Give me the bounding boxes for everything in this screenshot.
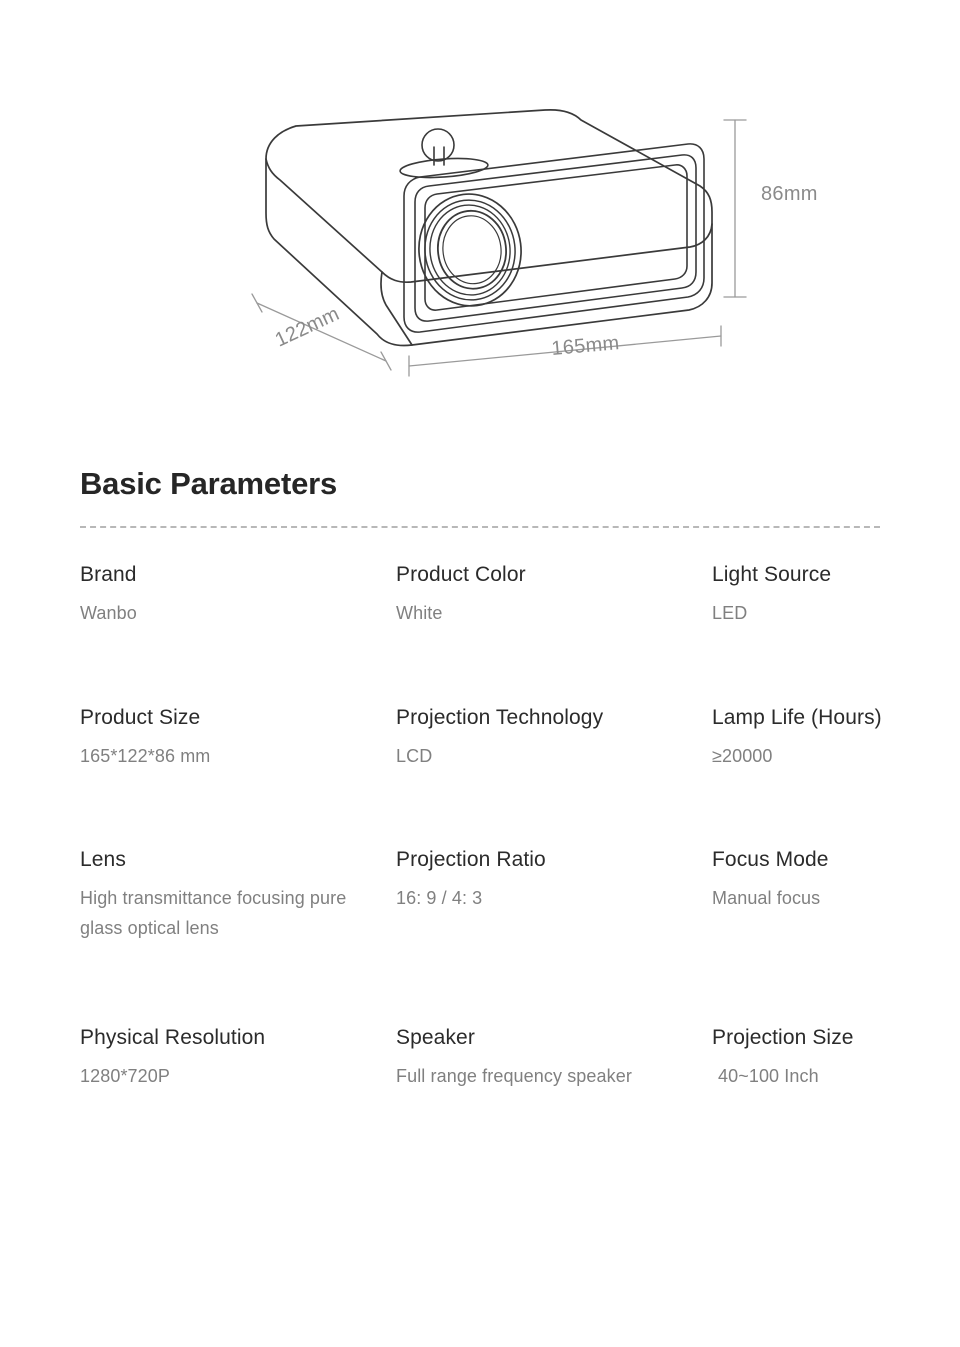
spec-label: Lens: [80, 848, 126, 871]
spec-item-product-color: Product Color White: [396, 560, 712, 703]
spec-item-speaker: Speaker Full range frequency speaker: [396, 1023, 712, 1163]
spec-item-physical-resolution: Physical Resolution 1280*720P: [80, 1023, 396, 1163]
spec-value: ≥20000: [712, 746, 773, 767]
spec-label: Focus Mode: [712, 848, 829, 871]
spec-value: High transmittance focusing pure glass o…: [80, 888, 347, 939]
projector-front-panel: [403, 143, 705, 333]
spec-label: Projection Size: [712, 1026, 854, 1049]
projector-focus-knob: [399, 128, 489, 179]
dimension-height: [723, 119, 747, 298]
spec-label: Physical Resolution: [80, 1026, 266, 1049]
spec-value: LCD: [396, 746, 433, 767]
spec-row: Lens High transmittance focusing pure gl…: [0, 845, 960, 1023]
spec-item-lamp-life: Lamp Life (Hours) ≥20000: [712, 703, 960, 845]
spec-label: Brand: [80, 563, 137, 586]
spec-item-projection-size: Projection Size 40~100 Inch: [712, 1023, 960, 1163]
page-title: Basic Parameters: [80, 466, 338, 501]
dimension-width: [408, 325, 722, 377]
spec-value: White: [396, 603, 443, 624]
spec-item-projection-ratio: Projection Ratio 16: 9 / 4: 3: [396, 845, 712, 1023]
dimension-depth: [251, 293, 392, 371]
spec-item-light-source: Light Source LED: [712, 560, 960, 703]
spec-value: 16: 9 / 4: 3: [396, 888, 483, 909]
dimension-label-width: 165mm: [551, 332, 621, 360]
spec-value: 1280*720P: [80, 1066, 170, 1087]
spec-label: Product Size: [80, 706, 201, 729]
product-illustration: 86mm 122mm 165mm: [0, 0, 960, 420]
spec-label: Lamp Life (Hours): [712, 706, 882, 729]
spec-value: 40~100 Inch: [718, 1066, 819, 1087]
spec-grid: Brand Wanbo Product Color White Light So…: [0, 560, 960, 1163]
spec-item-product-size: Product Size 165*122*86 mm: [80, 703, 396, 845]
spec-row: Physical Resolution 1280*720P Speaker Fu…: [0, 1023, 960, 1163]
spec-label: Projection Technology: [396, 706, 604, 729]
spec-row: Brand Wanbo Product Color White Light So…: [0, 560, 960, 703]
spec-value: Wanbo: [80, 603, 137, 624]
spec-item-focus-mode: Focus Mode Manual focus: [712, 845, 960, 1023]
spec-value: 165*122*86 mm: [80, 746, 211, 767]
spec-row: Product Size 165*122*86 mm Projection Te…: [0, 703, 960, 845]
dimension-label-depth: 122mm: [272, 303, 343, 352]
spec-item-lens: Lens High transmittance focusing pure gl…: [80, 845, 396, 1023]
section-divider: [80, 526, 880, 528]
spec-label: Product Color: [396, 563, 526, 586]
spec-item-brand: Brand Wanbo: [80, 560, 396, 703]
projector-lens: [418, 193, 522, 307]
spec-value: LED: [712, 603, 748, 624]
spec-value: Full range frequency speaker: [396, 1066, 632, 1087]
dimension-label-height: 86mm: [761, 183, 818, 205]
spec-label: Light Source: [712, 563, 832, 586]
spec-label: Projection Ratio: [396, 848, 546, 871]
spec-value: Manual focus: [712, 888, 821, 909]
spec-item-projection-technology: Projection Technology LCD: [396, 703, 712, 845]
spec-label: Speaker: [396, 1026, 475, 1049]
